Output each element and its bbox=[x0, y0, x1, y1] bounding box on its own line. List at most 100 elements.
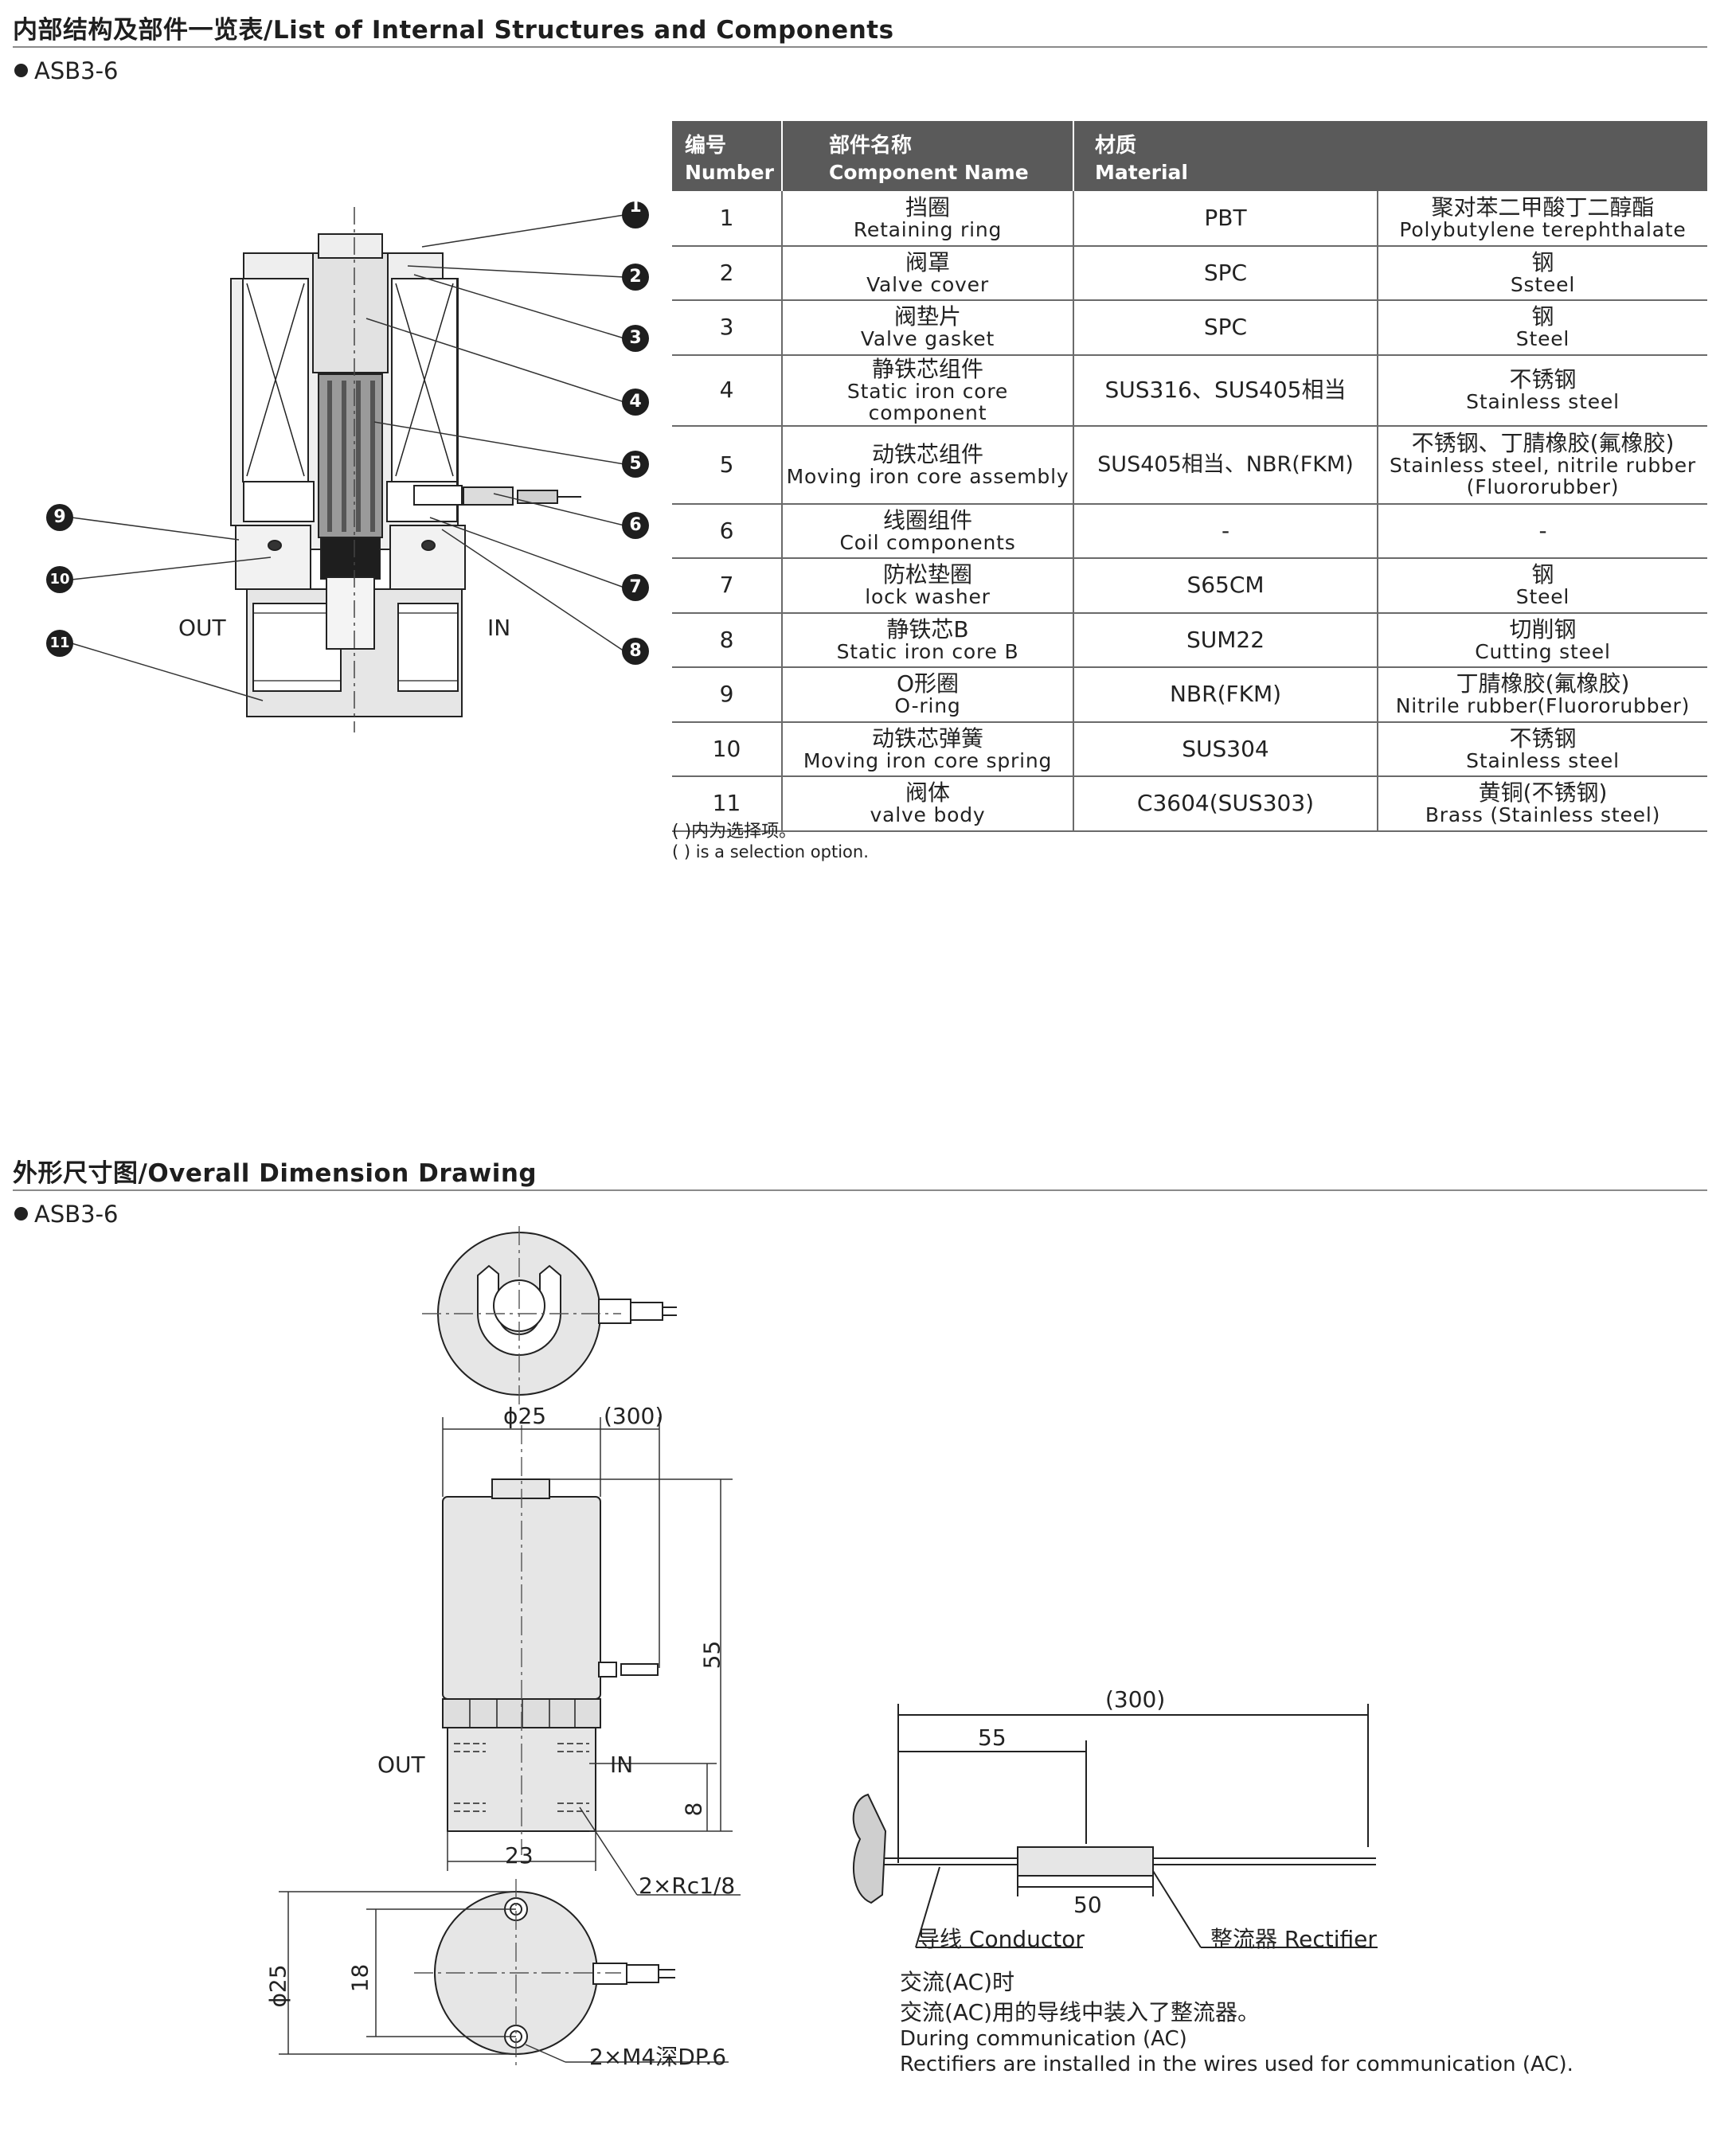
rectifier-drawing bbox=[852, 1704, 1378, 1948]
cell-material-code: SUS405相当、NBR(FKM) bbox=[1073, 425, 1378, 505]
dim-8: 8 bbox=[680, 1802, 707, 1817]
out-port-label: OUT bbox=[178, 615, 226, 641]
dim-port-thread: 2×Rc1/8 bbox=[639, 1873, 736, 1899]
dim-diameter-top: ϕ25 bbox=[503, 1403, 547, 1429]
dim-lead-length: (300) bbox=[604, 1403, 664, 1429]
ac-note-zh: 交流(AC)用的导线中装入了整流器。 bbox=[900, 1999, 1261, 2025]
cell-material-code: PBT bbox=[1073, 191, 1378, 247]
cell-number: 8 bbox=[672, 612, 783, 668]
cell-material-desc: 不锈钢、丁腈橡胶(氟橡胶)Stainless steel, nitrile ru… bbox=[1378, 425, 1707, 505]
cell-material-code: SUS304 bbox=[1073, 721, 1378, 777]
callout-7: 7 bbox=[629, 577, 642, 597]
table-note-en: ( ) is a selection option. bbox=[672, 842, 869, 861]
cell-material-code: C3604(SUS303) bbox=[1073, 776, 1378, 832]
bullet-icon bbox=[14, 1207, 28, 1221]
rectifier-lead-length: (300) bbox=[1105, 1686, 1166, 1713]
cell-material-desc: - bbox=[1378, 503, 1707, 559]
model-label: ASB3-6 bbox=[14, 1201, 119, 1228]
cell-number: 7 bbox=[672, 558, 783, 614]
section-title-structures: 内部结构及部件一览表/List of Internal Structures a… bbox=[13, 16, 894, 45]
callout-2: 2 bbox=[629, 267, 642, 287]
model-name: ASB3-6 bbox=[34, 1201, 119, 1228]
dim-in-label: IN bbox=[610, 1752, 634, 1778]
callout-3: 3 bbox=[629, 328, 642, 348]
section-divider bbox=[13, 46, 1707, 48]
callout-1: 1 bbox=[629, 197, 642, 217]
rectifier-label: 整流器 Rectifier bbox=[1210, 1926, 1377, 1952]
dim-18: 18 bbox=[346, 1963, 373, 1993]
cell-material-code: SPC bbox=[1073, 245, 1378, 301]
rectifier-dim-55: 55 bbox=[978, 1724, 1007, 1751]
model-name: ASB3-6 bbox=[34, 57, 119, 84]
callout-11: 11 bbox=[49, 635, 70, 651]
dim-height: 55 bbox=[698, 1640, 725, 1670]
callout-10: 10 bbox=[49, 571, 70, 588]
cell-material-code: SUM22 bbox=[1073, 612, 1378, 668]
section-title-dimensions: 外形尺寸图/Overall Dimension Drawing bbox=[13, 1159, 538, 1188]
in-port-label: IN bbox=[487, 615, 511, 641]
dim-mount-hole: 2×M4深DP.6 bbox=[589, 2044, 727, 2070]
cell-number: 4 bbox=[672, 354, 783, 427]
cell-material-code: NBR(FKM) bbox=[1073, 667, 1378, 723]
table-note-zh: ( )内为选择项。 bbox=[672, 822, 797, 842]
cell-material-desc: 黄铜(不锈钢)Brass (Stainless steel) bbox=[1378, 776, 1707, 832]
cell-material-code: - bbox=[1073, 503, 1378, 559]
cell-number: 9 bbox=[672, 667, 783, 723]
conductor-label: 导线 Conductor bbox=[917, 1926, 1085, 1952]
dim-diameter-side: ϕ25 bbox=[264, 1964, 291, 2008]
cell-number: 1 bbox=[672, 191, 783, 247]
callout-6: 6 bbox=[629, 515, 642, 535]
cell-number: 6 bbox=[672, 503, 783, 559]
cell-material-desc: 丁腈橡胶(氟橡胶)Nitrile rubber(Fluororubber) bbox=[1378, 667, 1707, 723]
cell-number: 11 bbox=[672, 776, 783, 832]
callout-4: 4 bbox=[629, 392, 642, 412]
dimension-drawing bbox=[279, 1226, 741, 2070]
ac-note-en-title: During communication (AC) bbox=[900, 2027, 1187, 2051]
ac-note-en: Rectifiers are installed in the wires us… bbox=[900, 2052, 1573, 2076]
cell-number: 2 bbox=[672, 245, 783, 301]
cell-number: 3 bbox=[672, 300, 783, 356]
dim-out-label: OUT bbox=[377, 1752, 425, 1778]
rectifier-dim-50: 50 bbox=[1073, 1892, 1102, 1918]
dim-width: 23 bbox=[505, 1842, 534, 1869]
model-label: ASB3-6 bbox=[14, 57, 119, 84]
section-divider bbox=[13, 1189, 1707, 1191]
callout-8: 8 bbox=[629, 641, 642, 661]
cell-number: 5 bbox=[672, 425, 783, 505]
cell-number: 10 bbox=[672, 721, 783, 777]
bullet-icon bbox=[14, 64, 28, 77]
cell-material-code: S65CM bbox=[1073, 558, 1378, 614]
cell-material-code: SPC bbox=[1073, 300, 1378, 356]
